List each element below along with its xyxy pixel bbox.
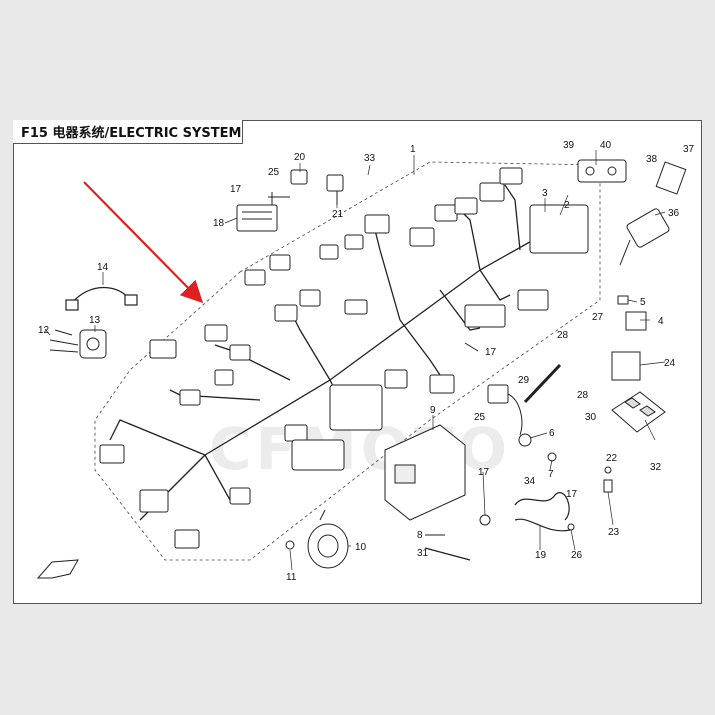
callout-14: 14 [97,262,109,273]
harness-outline-dashed [94,161,601,561]
connector [319,244,339,260]
callout-21: 21 [332,209,344,220]
callout-26: 26 [571,550,583,561]
callout-32: 32 [650,462,662,473]
callout-9: 9 [430,405,436,416]
callout-17-mid: 17 [485,347,497,358]
part-plug [487,384,532,447]
callout-4: 4 [658,316,664,327]
callout-40: 40 [600,140,612,151]
callout-11: 11 [286,572,297,583]
callout-12: 12 [38,325,50,336]
callout-7: 7 [548,469,554,480]
callout-leaders [44,150,666,571]
callout-34: 34 [524,476,536,487]
callout-20: 20 [294,152,306,163]
diagram-sheet [13,120,702,604]
part-strap [523,363,562,404]
callout-25-mid: 25 [474,412,486,423]
callout-6: 6 [549,428,555,439]
callout-18: 18 [213,218,225,229]
callout-5: 5 [640,297,646,308]
callout-38: 38 [646,154,658,165]
callout-17-right: 17 [566,489,578,500]
connector [344,234,364,250]
part-fuse-box [611,351,641,381]
connector [429,374,455,394]
connector [214,369,234,386]
red-pointer-arrow [83,181,204,304]
callout-33: 33 [364,153,376,164]
part-bracket [577,159,627,183]
callout-24: 24 [664,358,676,369]
callout-39: 39 [563,140,575,151]
part-battery-cable [514,492,571,532]
connector [384,369,408,389]
callout-17-ecu: 17 [478,467,490,478]
fastener-bolts [54,192,613,561]
connector [299,289,321,307]
callout-30: 30 [585,412,597,423]
connector [229,344,251,361]
callout-19: 19 [535,550,547,561]
connector [174,529,200,549]
callout-10: 10 [355,542,367,553]
connector [244,269,266,286]
connector [409,227,435,247]
callout-3: 3 [542,188,548,199]
connector [229,487,251,505]
callout-2: 2 [564,200,570,211]
connector [274,304,298,322]
callout-1: 1 [410,144,416,155]
title-box: F15 电器系统/ELECTRIC SYSTEM [13,120,243,144]
direction-indicator [36,559,79,579]
part-sensor-cable [65,287,138,311]
part-ecu [384,424,466,521]
part-horn [307,509,349,569]
connector [99,444,125,464]
connector [269,254,291,271]
callout-29: 29 [518,375,530,386]
part-tilt-sensor [619,208,670,266]
callout-8: 8 [417,530,423,541]
callout-37: 37 [683,144,695,155]
connector [179,389,201,406]
connector [149,339,177,359]
part-speed-sensor [49,329,107,359]
harness-connectors [99,167,523,549]
callout-36: 36 [668,208,680,219]
connector [499,167,523,185]
callout-25-top: 25 [268,167,280,178]
callout-23: 23 [608,527,620,538]
part-label-sticker [655,161,687,195]
connector [344,299,368,315]
connector [454,197,478,215]
connector [139,489,169,513]
callout-17-top: 17 [230,184,242,195]
harness-control-module [291,204,589,471]
part-fuse-panel [611,391,666,433]
callout-22: 22 [606,453,618,464]
part-regulator [236,196,290,232]
connector [204,324,228,342]
callout-31: 31 [417,548,429,559]
connector [364,214,390,234]
callout-28-bottom: 28 [577,390,589,401]
callout-27: 27 [592,312,604,323]
connector [479,182,505,202]
callout-13: 13 [89,315,101,326]
page-title: F15 电器系统/ELECTRIC SYSTEM [21,126,242,141]
part-flasher-relay [625,311,647,331]
callout-28-top: 28 [557,330,569,341]
